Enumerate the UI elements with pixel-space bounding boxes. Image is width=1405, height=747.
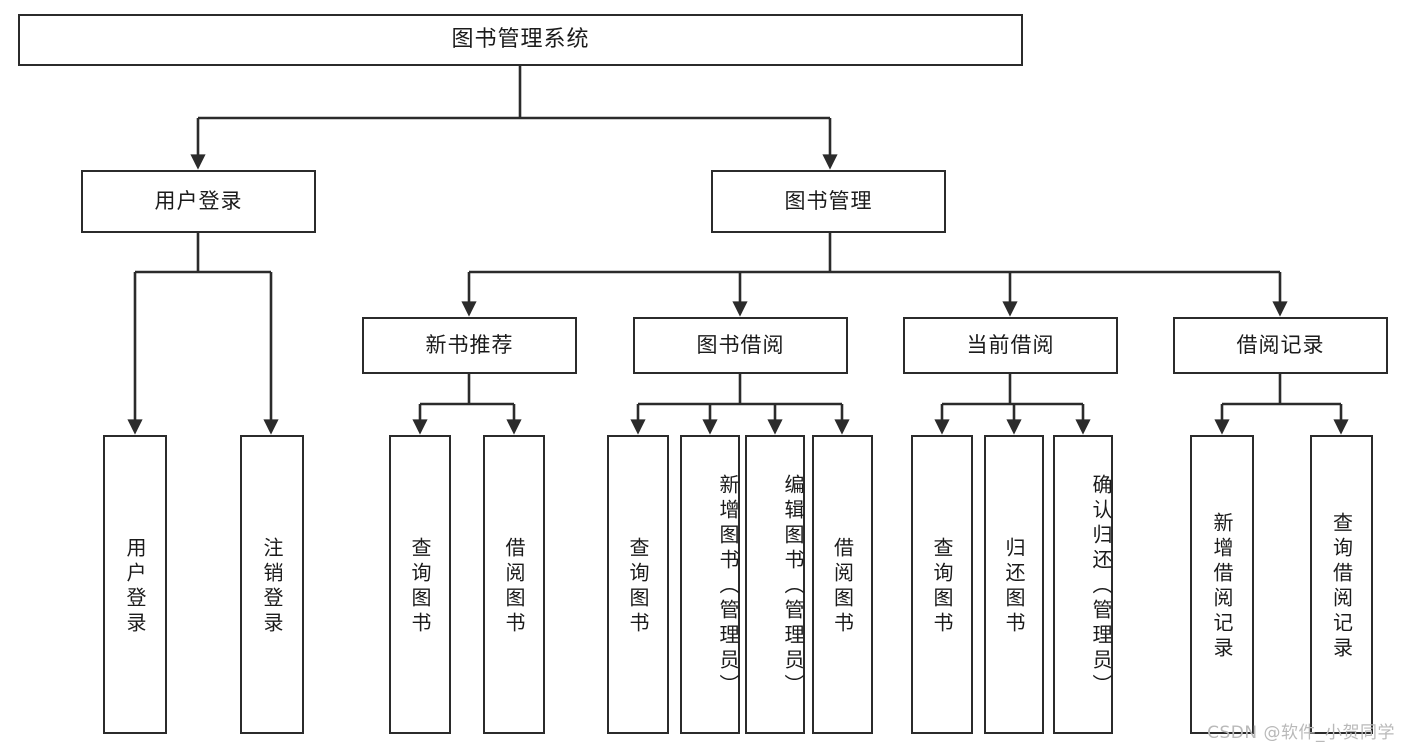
- node-user-login[interactable]: 用户登录: [81, 170, 316, 233]
- leaf-query-borrow-record[interactable]: 查询借阅记录: [1310, 435, 1373, 734]
- leaf-user-login[interactable]: 用户登录: [103, 435, 167, 734]
- leaf-query-book-recommend[interactable]: 查询图书: [389, 435, 451, 734]
- node-book-manage[interactable]: 图书管理: [711, 170, 946, 233]
- node-new-book-recommend[interactable]: 新书推荐: [362, 317, 577, 374]
- csdn-watermark: CSDN @软件_小贺同学: [1207, 723, 1395, 743]
- node-borrow-record[interactable]: 借阅记录: [1173, 317, 1388, 374]
- leaf-add-book-admin[interactable]: 新增图书（管理员）: [680, 435, 740, 734]
- leaf-query-book-borrow[interactable]: 查询图书: [607, 435, 669, 734]
- leaf-edit-book-admin[interactable]: 编辑图书（管理员）: [745, 435, 805, 734]
- leaf-query-book-current[interactable]: 查询图书: [911, 435, 973, 734]
- leaf-return-book[interactable]: 归还图书: [984, 435, 1044, 734]
- leaf-confirm-return-admin[interactable]: 确认归还（管理员）: [1053, 435, 1113, 734]
- leaf-add-borrow-record[interactable]: 新增借阅记录: [1190, 435, 1254, 734]
- node-current-borrow[interactable]: 当前借阅: [903, 317, 1118, 374]
- node-root-system[interactable]: 图书管理系统: [18, 14, 1023, 66]
- leaf-borrow-book-borrow[interactable]: 借阅图书: [812, 435, 873, 734]
- leaf-logout[interactable]: 注销登录: [240, 435, 304, 734]
- node-book-borrow[interactable]: 图书借阅: [633, 317, 848, 374]
- leaf-borrow-book-recommend[interactable]: 借阅图书: [483, 435, 545, 734]
